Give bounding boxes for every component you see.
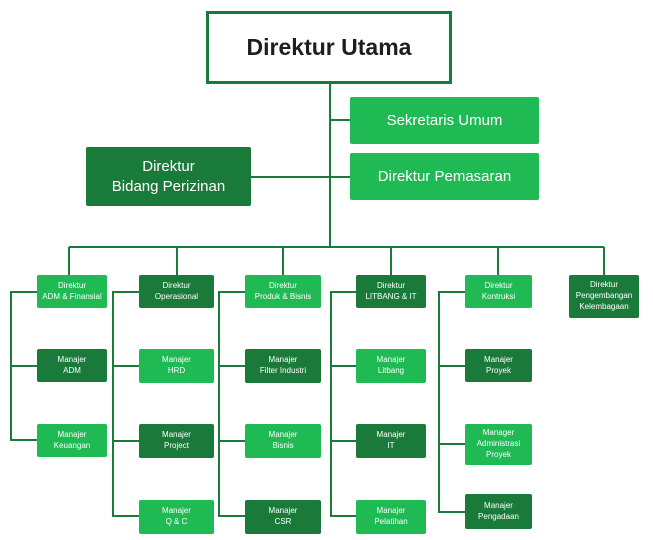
director-box-litbang-it: Direktur LITBANG & IT <box>356 275 426 308</box>
manager-line1: Manajer <box>162 355 191 365</box>
sekretaris-umum-box: Sekretaris Umum <box>350 97 539 144</box>
direktur-bidang-perizinan-box: Direktur Bidang Perizinan <box>86 147 251 206</box>
manager-box-pelatihan: Manajer Pelatihan <box>356 500 426 534</box>
manager-box-proyek: Manajer Proyek <box>465 349 532 382</box>
manager-line2: Administrasi <box>476 439 521 449</box>
director-line1: Direktur <box>162 280 191 290</box>
manager-box-filter-industri: Manajer Filter Industri <box>245 349 321 383</box>
manager-box-administrasi-proyek: Manager Administrasi Proyek <box>465 424 532 465</box>
director-line2: Operasional <box>154 291 199 301</box>
sekretaris-umum-label: Sekretaris Umum <box>386 111 503 129</box>
director-line3: Kelembagaan <box>579 301 629 311</box>
manager-line2: Litbang <box>377 366 405 375</box>
direktur-pemasaran-label: Direktur Pemasaran <box>377 167 512 185</box>
manager-line1: Manajer <box>376 430 406 440</box>
direktur-utama-box: Direktur Utama <box>206 11 452 84</box>
manager-box-csr: Manajer CSR <box>245 500 321 534</box>
manager-box-pengadaan: Manajer Pengadaan <box>465 494 532 529</box>
director-box-adm-finansial: Direktur ADM & Finansial <box>37 275 107 308</box>
director-box-kontruksi: Direktur Kontruksi <box>465 275 532 308</box>
manager-box-bisnis: Manajer Bisnis <box>245 424 321 458</box>
perizinan-line2: Bidang Perizinan <box>111 177 226 195</box>
manager-box-keuangan: Manajer Keuangan <box>37 424 107 457</box>
director-line1: Direktur <box>57 280 86 290</box>
manager-line2: Pengadaan <box>478 511 519 521</box>
manager-line1: Manajer <box>268 506 298 516</box>
manager-line1: Manajer <box>57 354 87 364</box>
manager-line2: Filter Industri <box>259 366 307 375</box>
director-line2: Kontruksi <box>481 291 516 301</box>
manager-line1: Manajer <box>57 429 87 439</box>
manager-line1: Manajer <box>162 430 191 440</box>
direktur-utama-label: Direktur Utama <box>246 34 412 61</box>
manager-line1: Manajer <box>268 355 298 365</box>
director-line1: Direktur <box>268 280 297 290</box>
manager-line1: Manager <box>482 428 515 438</box>
director-line2: Pengembangan <box>575 291 633 301</box>
direktur-pemasaran-box: Direktur Pemasaran <box>350 153 539 200</box>
director-box-produk-bisnis: Direktur Produk & Bisnis <box>245 275 321 308</box>
manager-line2: HRD <box>167 366 186 375</box>
director-line1: Direktur <box>589 280 618 290</box>
perizinan-line1: Direktur <box>142 158 195 175</box>
manager-line2: CSR <box>274 517 292 526</box>
manager-line3: Proyek <box>486 449 511 459</box>
manager-line1: Manajer <box>484 500 513 510</box>
manager-box-hrd: Manajer HRD <box>139 349 214 383</box>
manager-line1: Manajer <box>268 430 298 440</box>
director-box-pengembangan-kelembagaan: Direktur Pengembangan Kelembagaan <box>569 275 639 318</box>
director-line1: Direktur <box>376 280 405 290</box>
director-line2: Produk & Bisnis <box>254 291 312 301</box>
manager-box-adm: Manajer ADM <box>37 349 107 382</box>
manager-line2: ADM <box>63 365 81 375</box>
director-line1: Direktur <box>484 280 513 290</box>
manager-line2: Project <box>164 441 189 450</box>
manager-line2: Bisnis <box>272 441 294 450</box>
manager-line2: Q & C <box>165 517 188 526</box>
director-line2: ADM & Finansial <box>42 291 102 301</box>
manager-box-qc: Manajer Q & C <box>139 500 214 534</box>
manager-line2: Proyek <box>486 365 511 375</box>
manager-line1: Manajer <box>484 354 513 364</box>
director-line2: LITBANG & IT <box>365 291 417 301</box>
manager-box-project: Manajer Project <box>139 424 214 458</box>
director-box-operasional: Direktur Operasional <box>139 275 214 308</box>
manager-box-it: Manajer IT <box>356 424 426 458</box>
manager-line2: IT <box>387 441 395 450</box>
manager-line1: Manajer <box>376 506 406 516</box>
manager-line1: Manajer <box>162 506 191 516</box>
manager-line2: Keuangan <box>53 440 91 450</box>
manager-line1: Manajer <box>376 355 406 365</box>
manager-line2: Pelatihan <box>374 517 408 526</box>
manager-box-litbang: Manajer Litbang <box>356 349 426 383</box>
